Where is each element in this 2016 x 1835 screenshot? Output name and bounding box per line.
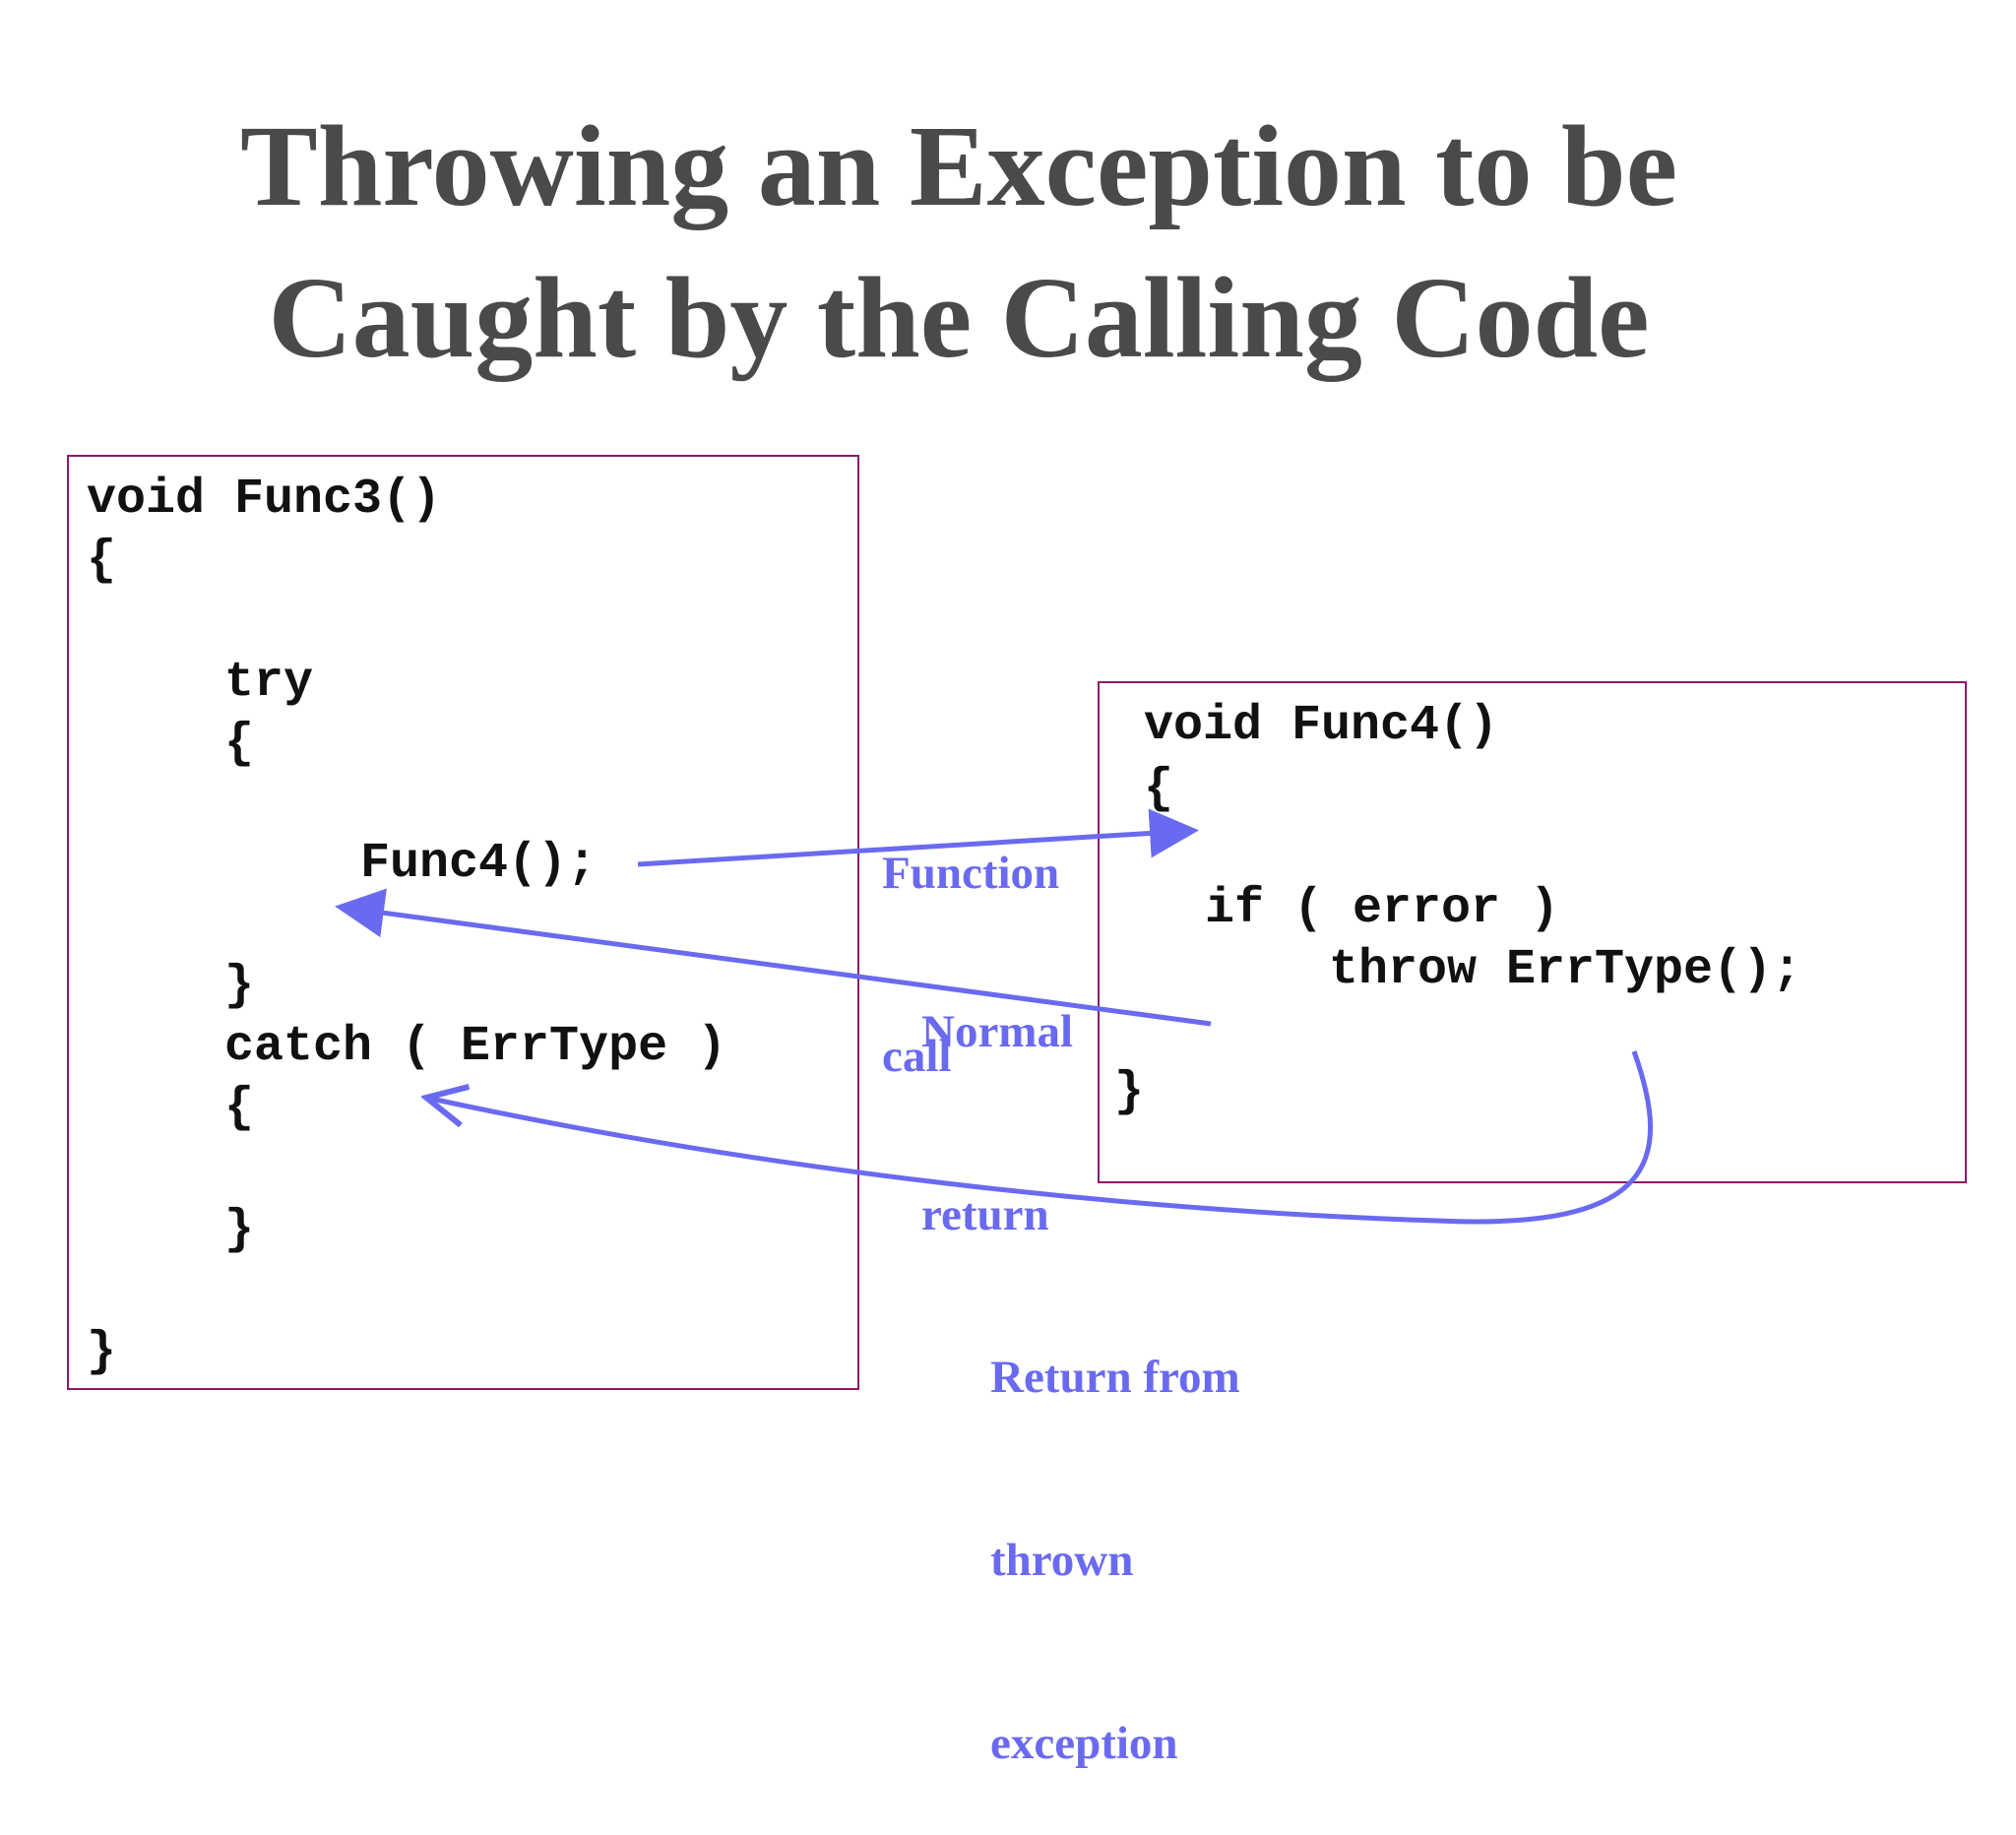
- func3-catch-line: catch ( ErrType ): [224, 1019, 727, 1075]
- flow-arrows: [335, 808, 1653, 1225]
- func4-open-brace: {: [1144, 761, 1174, 817]
- func3-close-brace: }: [87, 1324, 117, 1380]
- func4-code-box: [1098, 681, 1967, 1183]
- function-call-arrow: [637, 808, 1199, 867]
- func3-catch-open-brace: {: [224, 1080, 255, 1136]
- func3-try-open-brace: {: [224, 716, 255, 772]
- label-normal-return: Normal return: [921, 879, 1073, 1306]
- normal-return-arrow: [335, 888, 1212, 1027]
- label-thrown-return-line-3: exception: [990, 1718, 1178, 1769]
- label-thrown-return-line-1: Return from: [990, 1352, 1240, 1403]
- func4-if-line: if ( error ): [1205, 881, 1560, 937]
- label-thrown-return-line-2: thrown: [990, 1535, 1134, 1586]
- func4-throw-line: throw ErrType();: [1329, 942, 1802, 998]
- func3-try-close-brace: }: [224, 958, 255, 1014]
- func3-signature: void Func3(): [87, 472, 442, 528]
- label-function-call-line-1: Function: [882, 848, 1060, 899]
- label-normal-return-line-2: return: [921, 1189, 1049, 1240]
- func3-try-keyword: try: [224, 655, 314, 711]
- func4-close-brace: }: [1114, 1064, 1145, 1120]
- func3-call-func4: Func4();: [360, 836, 598, 892]
- slide-title-line-1: Throwing an Exception to be: [240, 101, 1677, 230]
- thrown-exception-return-arrow: [431, 1050, 1653, 1225]
- label-function-call-line-2: call: [882, 1031, 952, 1082]
- label-normal-return-line-1: Normal: [921, 1006, 1074, 1057]
- func3-catch-close-brace: }: [224, 1202, 255, 1258]
- label-function-call: Function call: [882, 721, 1059, 1148]
- func3-open-brace: {: [87, 533, 117, 589]
- func4-signature: void Func4(): [1144, 698, 1499, 754]
- slide-title-line-2: Caught by the Calling Code: [268, 253, 1650, 382]
